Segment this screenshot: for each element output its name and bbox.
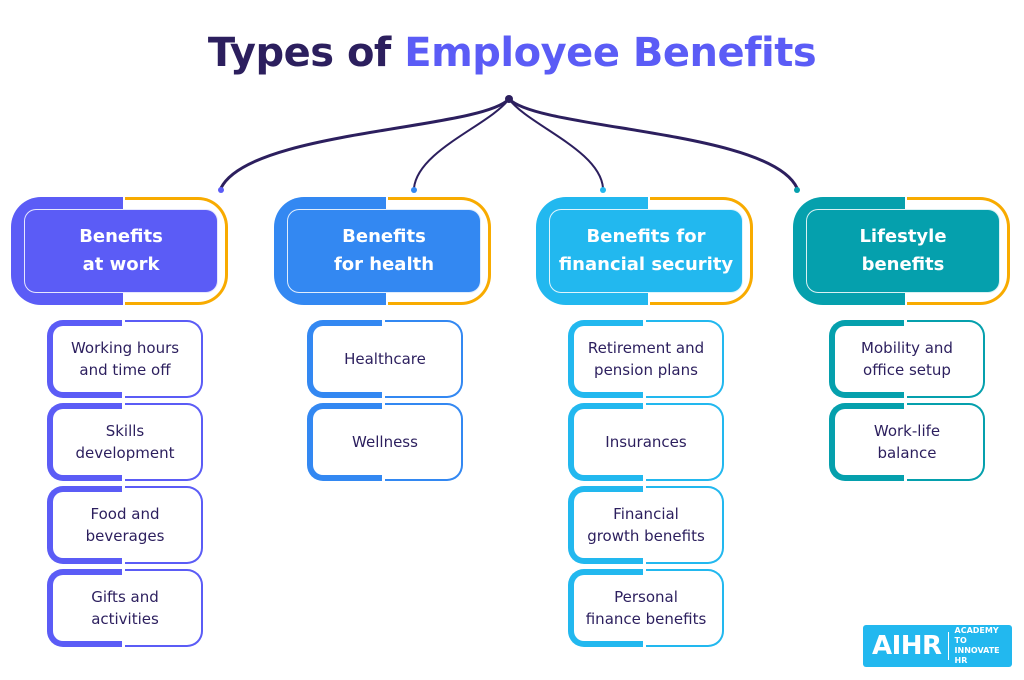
logo-mark: AIHR [872, 631, 942, 661]
item-left-bracket [568, 486, 643, 564]
item-left-bracket [47, 320, 122, 398]
item-right-bracket [125, 320, 203, 398]
item-right-bracket [385, 320, 463, 398]
item-label: Wellness [352, 433, 418, 451]
item-left-bracket [568, 569, 643, 647]
category-outline [125, 197, 228, 305]
tree-connector [218, 95, 800, 193]
logo-divider [947, 632, 949, 660]
diagram-title: Types of Employee Benefits [0, 30, 1024, 76]
item-label: Insurances [605, 433, 687, 451]
item-left-bracket [307, 320, 382, 398]
item-right-bracket [125, 569, 203, 647]
logo-tagline: ACADEMY TO INNOVATE HR [954, 626, 1000, 665]
item-left-bracket [568, 320, 643, 398]
title-part-2: Employee Benefits [404, 30, 817, 76]
item-right-bracket [646, 403, 724, 481]
item-left-bracket [307, 403, 382, 481]
item-right-bracket [907, 320, 985, 398]
item-right-bracket [646, 569, 724, 647]
category-outline [907, 197, 1010, 305]
item-left-bracket [47, 569, 122, 647]
aihr-logo: AIHR ACADEMY TO INNOVATE HR [863, 625, 1012, 667]
item-left-bracket [829, 320, 904, 398]
title-part-1: Types of [207, 30, 392, 76]
root-node-dot [505, 95, 513, 103]
category-outline [650, 197, 753, 305]
item-right-bracket [907, 403, 985, 481]
item-right-bracket [646, 320, 724, 398]
item-right-bracket [125, 403, 203, 481]
item-left-bracket [568, 403, 643, 481]
item-left-bracket [47, 486, 122, 564]
item-label: Healthcare [344, 350, 426, 368]
benefit-item: Healthcare [307, 320, 463, 398]
item-right-bracket [646, 486, 724, 564]
item-right-bracket [385, 403, 463, 481]
benefit-item: Wellness [307, 403, 463, 481]
benefit-item: Insurances [568, 403, 724, 481]
category-outline [388, 197, 491, 305]
item-left-bracket [47, 403, 122, 481]
item-right-bracket [125, 486, 203, 564]
item-left-bracket [829, 403, 904, 481]
